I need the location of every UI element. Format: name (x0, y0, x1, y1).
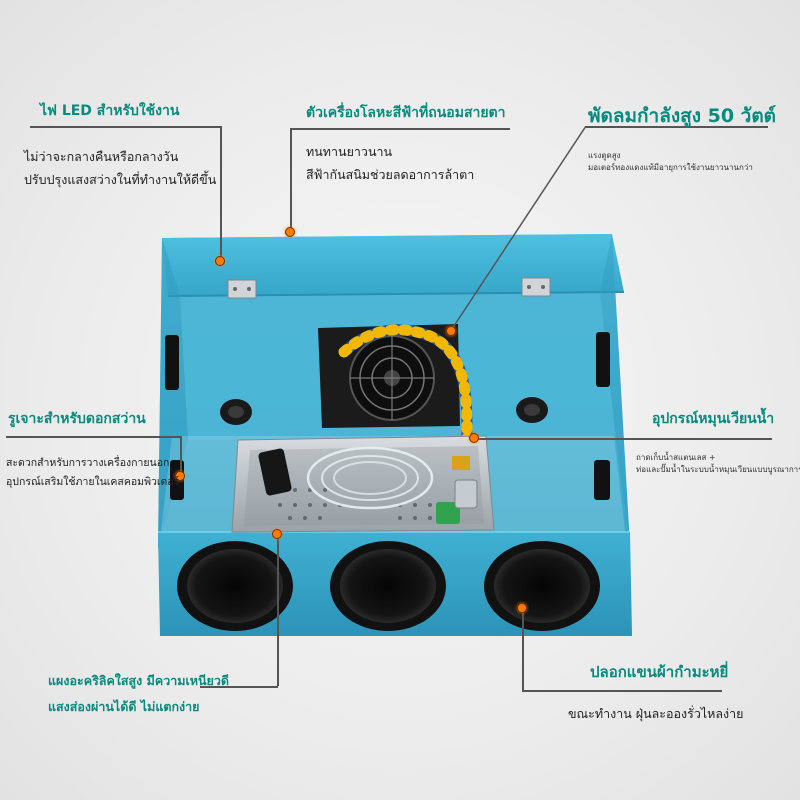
led-description: ไม่ว่าจะกลางคืนหรือกลางวัน ปรับปรุงแสงสว… (24, 145, 216, 191)
water-description: ถาดเก็บน้ำสแตนเลส + ท่อและปั๊มน้ำในระบบน… (636, 452, 800, 476)
sleeve-line-1: ขณะทำงาน ฝุ่นละอองรั่วไหลง่าย (568, 706, 744, 721)
hotspot-metal[interactable] (285, 227, 295, 237)
right-handle (596, 332, 610, 387)
acrylic-line-2: แสงส่องผ่านได้ดี ไม่แตกง่าย (48, 699, 200, 714)
metal-title: ตัวเครื่องโลหะสีฟ้าที่ถนอมสายตา (306, 105, 506, 121)
led-line-1: ไม่ว่าจะกลางคืนหรือกลางวัน (24, 149, 179, 164)
arm-hole-center (330, 541, 446, 631)
hotspot-acrylic[interactable] (272, 529, 282, 539)
metal-line-2: สีฟ้ากันสนิมช่วยลดอาการล้าตา (306, 167, 475, 182)
hinge-left (227, 279, 257, 299)
clear-tubing (306, 446, 434, 510)
water-line-2: ท่อและปั๊มน้ำในระบบน้ำหมุนเวียนแบบบูรณาก… (636, 465, 800, 474)
arm-hole-right (484, 541, 600, 631)
metal-line-1: ทนทานยาวนาน (306, 144, 393, 159)
left-handle (165, 335, 179, 390)
led-title: ไฟ LED สำหรับใช้งาน (40, 103, 180, 119)
sleeve-title: ปลอกแขนผ้ากำมะหยี่ (590, 663, 729, 681)
drill-description: สะดวกสำหรับการวางเครื่องกายนอก อุปกรณ์เส… (6, 454, 179, 492)
arm-hole-left (177, 541, 293, 631)
hinge-right (521, 277, 551, 297)
led-line-2: ปรับปรุงแสงสว่างในที่ทำงานให้ดีขึ้น (24, 172, 217, 187)
drill-line-2: อุปกรณ์เสริมใช้ภายในเคสคอมพิวเตอร์ (6, 476, 180, 488)
water-title: อุปกรณ์หมุนเวียนน้ำ (652, 411, 775, 427)
hotspot-drill[interactable] (175, 471, 185, 481)
fan-line-1: แรงดูดสูง (588, 151, 621, 160)
hotspot-led[interactable] (215, 256, 225, 266)
water-line-1: ถาดเก็บน้ำสแตนเลส + (636, 453, 716, 462)
fan-leader-line (449, 126, 587, 333)
green-filter (436, 502, 460, 524)
acrylic-description: แผงอะคริลิคใสสูง มีความเหนียวดี แสงส่องผ… (48, 668, 229, 720)
fan-line-2: มอเตอร์ทองแดงแท้มีอายุการใช้งานยาวนานกว่… (588, 163, 753, 172)
hotspot-water[interactable] (469, 433, 479, 443)
fan-description: แรงดูดสูง มอเตอร์ทองแดงแท้มีอายุการใช้งา… (588, 150, 753, 174)
hotspot-sleeve[interactable] (517, 603, 527, 613)
valve-fitting (452, 456, 470, 470)
metal-description: ทนทานยาวนาน สีฟ้ากันสนิมช่วยลดอาการล้าตา (306, 140, 474, 186)
right-lower-hole (594, 460, 610, 500)
drill-title: รูเจาะสำหรับดอกสว่าน (8, 411, 146, 427)
drill-line-1: สะดวกสำหรับการวางเครื่องกายนอก (6, 457, 170, 469)
sleeve-description: ขณะทำงาน ฝุ่นละอองรั่วไหลง่าย (568, 702, 743, 725)
stainless-tray (231, 435, 495, 533)
hotspot-fan[interactable] (446, 326, 456, 336)
water-pump (258, 448, 292, 496)
acrylic-line-1: แผงอะคริลิคใสสูง มีความเหนียวดี (48, 673, 230, 688)
fan-title: พัดลมกำลังสูง 50 วัตต์ (588, 105, 777, 127)
